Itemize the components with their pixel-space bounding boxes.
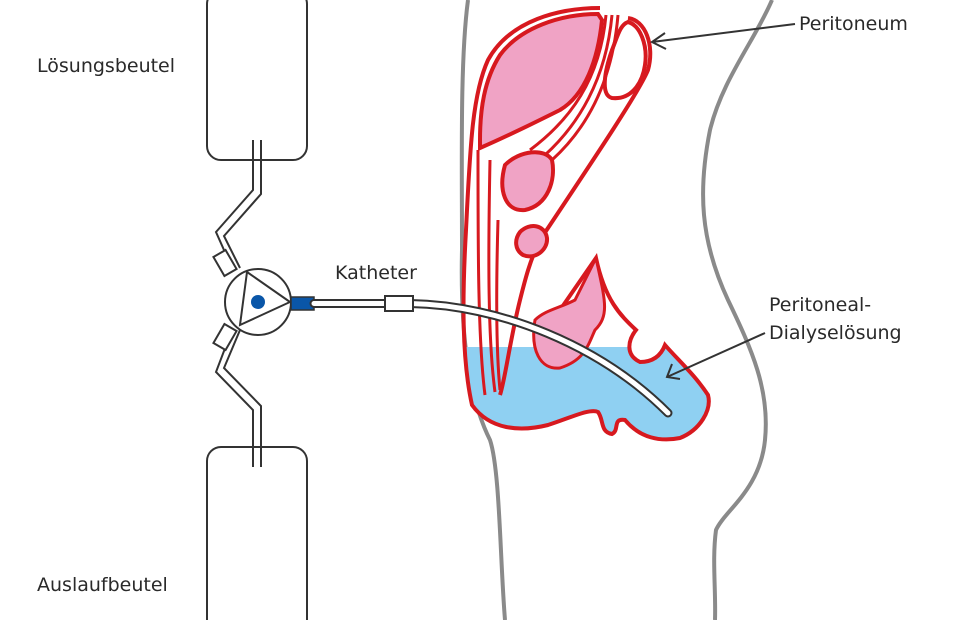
body-outline-front <box>701 0 774 620</box>
organ-liver <box>478 11 605 152</box>
peritoneum-front-fold <box>498 16 653 396</box>
drain-bag <box>206 446 308 620</box>
valve-triangle <box>238 270 293 327</box>
organ-intestine-1 <box>500 150 555 213</box>
tubing <box>212 140 262 467</box>
label-dialysate-line1: Peritoneal- <box>769 294 872 316</box>
organ-intestine-2 <box>514 224 549 259</box>
catheter-clamp <box>384 295 414 312</box>
solution-bag <box>206 0 308 161</box>
label-catheter: Katheter <box>335 262 417 284</box>
mesentery-lines <box>529 14 620 162</box>
valve-dot <box>251 295 265 309</box>
label-solution-bag: Lösungsbeutel <box>37 55 176 77</box>
dialysate-arrow <box>665 332 766 380</box>
label-dialysate-line2: Dialyselösung <box>769 322 902 344</box>
arrows <box>650 23 796 380</box>
label-drain-bag: Auslaufbeutel <box>37 574 168 596</box>
label-peritoneum: Peritoneum <box>799 13 908 35</box>
peritoneum-arrow <box>650 23 796 50</box>
peritoneum-outline <box>461 6 711 442</box>
organ-bladder <box>532 253 607 370</box>
